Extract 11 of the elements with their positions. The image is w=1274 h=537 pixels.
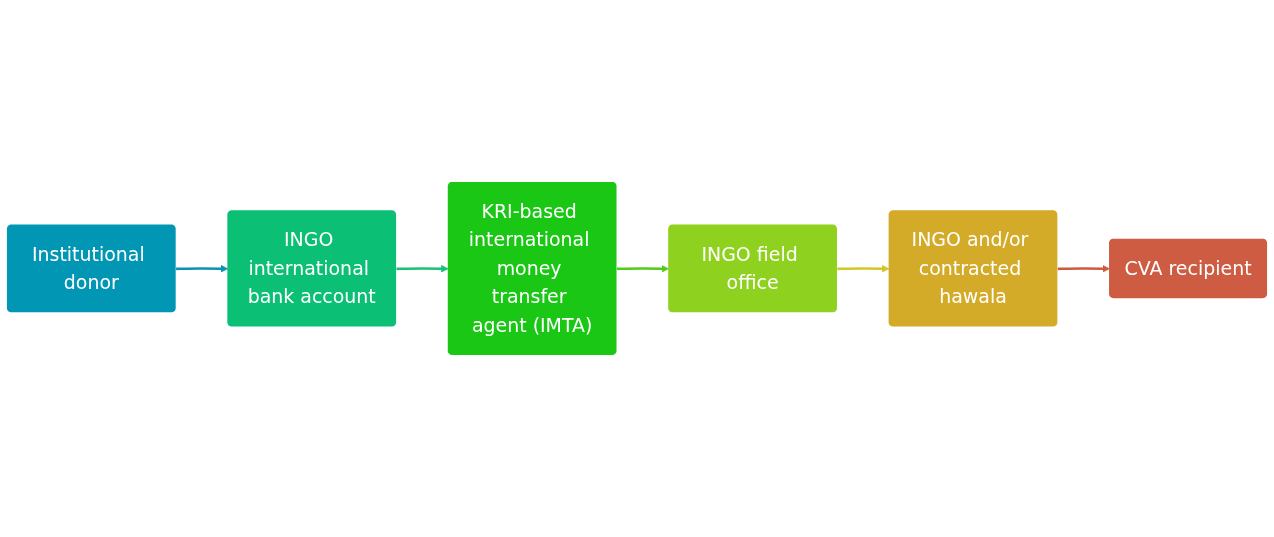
arrow bbox=[1057, 265, 1110, 273]
node-box: INGO international bank account bbox=[227, 210, 397, 327]
arrow bbox=[396, 265, 449, 273]
node-box: INGO field office bbox=[668, 224, 837, 313]
node-box: INGO and/or contracted hawala bbox=[888, 210, 1058, 327]
node-box: KRI-based international money transfer agent (IMTA) bbox=[447, 181, 617, 356]
arrow bbox=[616, 265, 669, 273]
node-box: CVA recipient bbox=[1109, 238, 1268, 299]
arrow bbox=[837, 265, 890, 273]
node-box: Institutional donor bbox=[6, 224, 176, 313]
arrow bbox=[176, 265, 229, 273]
